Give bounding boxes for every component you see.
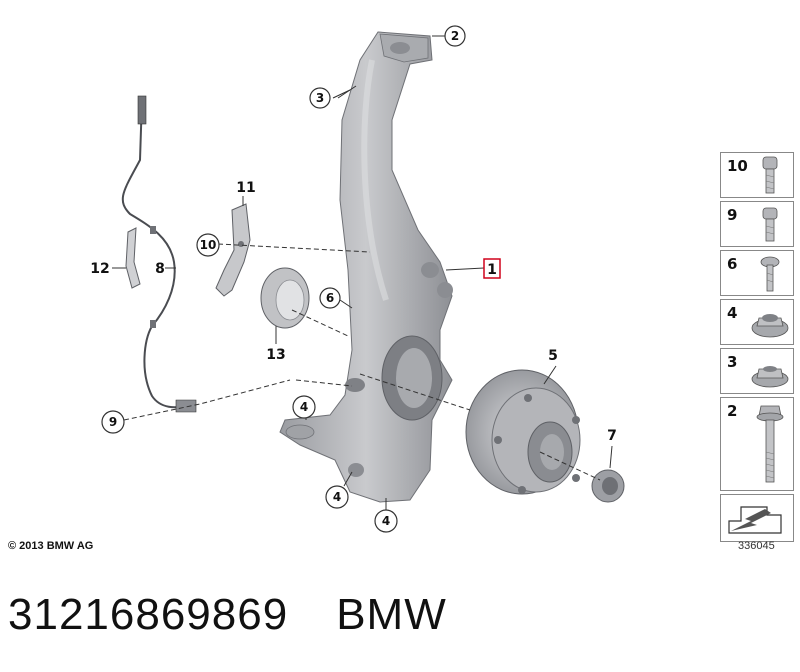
legend-row-4: 4	[720, 299, 794, 345]
cap-screw-icon	[762, 207, 778, 242]
legend-row-6: 6	[720, 250, 794, 296]
brand-name: BMW	[336, 590, 447, 639]
svg-text:13: 13	[266, 347, 285, 363]
svg-text:4: 4	[300, 400, 308, 414]
legend-number: 2	[727, 402, 738, 420]
torx-screw-icon	[760, 256, 780, 292]
svg-text:4: 4	[382, 514, 390, 528]
callout-10: 10	[196, 233, 220, 257]
copyright-notice: © 2013 BMW AG	[8, 540, 94, 552]
svg-text:10: 10	[200, 238, 217, 252]
svg-text:7: 7	[607, 428, 617, 444]
clip	[125, 227, 141, 289]
legend-number: 3	[727, 353, 738, 371]
callout-13: 13	[266, 347, 285, 363]
svg-text:2: 2	[451, 29, 459, 43]
fastener-legend: 10 9 6 4	[720, 152, 794, 542]
svg-text:6: 6	[326, 291, 334, 305]
callout-6: 6	[319, 287, 341, 309]
svg-text:12: 12	[90, 261, 109, 277]
wheel-hub	[465, 369, 581, 495]
part-title: 31216869869 BMW	[8, 590, 447, 640]
callout-4-lower: 4	[374, 509, 398, 533]
legend-number: 9	[727, 206, 738, 224]
legend-row-2: 2	[720, 397, 794, 491]
flange-nut-collar-icon	[751, 314, 789, 338]
arrow-icon	[728, 506, 782, 534]
svg-text:9: 9	[109, 415, 117, 429]
protection-plate	[260, 267, 310, 329]
svg-text:5: 5	[548, 348, 558, 364]
svg-text:4: 4	[333, 490, 341, 504]
collar-nut	[591, 469, 625, 503]
callout-5: 5	[548, 348, 558, 364]
legend-number: 6	[727, 255, 738, 273]
legend-number: 4	[727, 304, 738, 322]
callout-8: 8	[155, 261, 165, 277]
orientation-arrow	[720, 494, 794, 542]
legend-row-10: 10	[720, 152, 794, 198]
svg-text:1: 1	[487, 262, 497, 278]
cap-screw-long-icon	[762, 156, 778, 194]
callout-4-middle: 4	[325, 485, 349, 509]
legend-row-3: 3	[720, 348, 794, 394]
svg-text:11: 11	[236, 180, 255, 196]
steering-knuckle	[279, 31, 453, 503]
speed-sensor-cable	[121, 95, 197, 413]
callout-11: 11	[236, 180, 255, 196]
callout-12: 12	[90, 261, 109, 277]
part-number: 31216869869	[8, 590, 289, 639]
callout-7: 7	[607, 428, 617, 444]
callout-3: 3	[309, 87, 331, 109]
svg-text:8: 8	[155, 261, 165, 277]
hex-bolt-icon	[756, 405, 784, 483]
callout-2: 2	[444, 25, 466, 47]
legend-number: 10	[727, 157, 748, 175]
svg-text:3: 3	[316, 91, 324, 105]
flange-nut-icon	[751, 366, 789, 388]
callout-4-upper: 4	[292, 395, 316, 419]
legend-row-9: 9	[720, 201, 794, 247]
callout-9: 9	[101, 410, 125, 434]
callout-1-highlighted: 1	[483, 258, 501, 279]
bracket	[215, 203, 251, 297]
diagram-number: 336045	[738, 540, 775, 552]
